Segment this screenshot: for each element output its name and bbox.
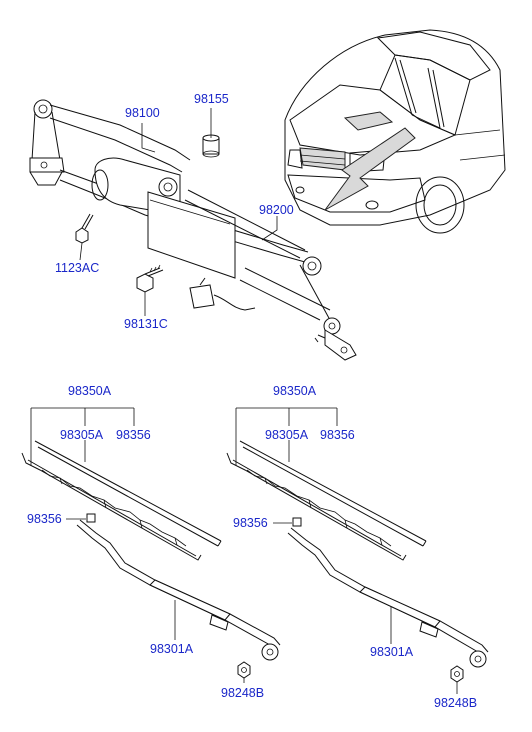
part-label-left-98356-side[interactable]: 98356 — [27, 512, 62, 526]
part-label-left-98356-top[interactable]: 98356 — [116, 428, 151, 442]
part-label-98100[interactable]: 98100 — [125, 106, 160, 120]
part-label-left-98248b[interactable]: 98248B — [221, 686, 265, 700]
part-label-left-98305a[interactable]: 98305A — [60, 428, 104, 442]
part-label-right-98305a[interactable]: 98305A — [265, 428, 309, 442]
part-label-98155[interactable]: 98155 — [194, 92, 229, 106]
car-illustration — [284, 29, 506, 234]
part-label-right-98301a[interactable]: 98301A — [370, 645, 414, 659]
part-label-left-98301a[interactable]: 98301A — [150, 642, 194, 656]
part-label-left-98350a[interactable]: 98350A — [68, 384, 112, 398]
upper-leader-lines — [79, 108, 278, 316]
part-label-right-98356-side[interactable]: 98356 — [233, 516, 268, 530]
part-label-right-98248b[interactable]: 98248B — [434, 696, 478, 710]
part-label-98200[interactable]: 98200 — [259, 203, 294, 217]
part-label-right-98356-top[interactable]: 98356 — [320, 428, 355, 442]
right-blade-set — [226, 407, 489, 694]
part-label-right-98350a[interactable]: 98350A — [273, 384, 317, 398]
wiper-linkage-assembly — [29, 99, 357, 361]
left-blade-set — [21, 407, 281, 683]
part-label-1123ac[interactable]: 1123AC — [55, 261, 100, 275]
part-label-98131c[interactable]: 98131C — [124, 317, 168, 331]
